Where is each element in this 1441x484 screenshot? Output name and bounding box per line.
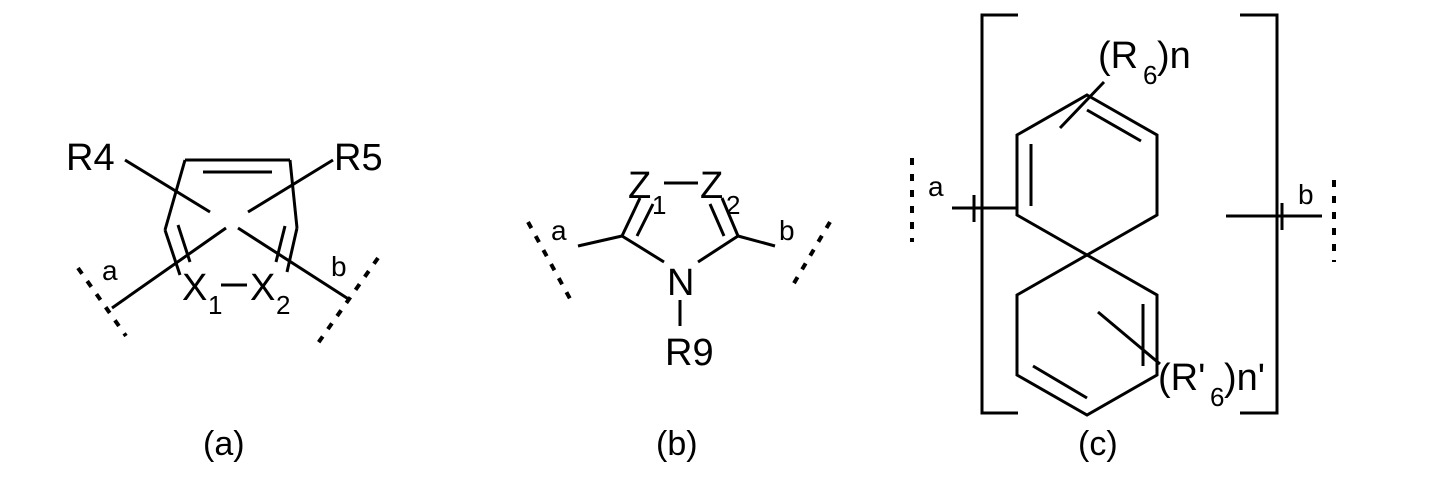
label-r6-close: )n xyxy=(1157,35,1191,77)
bond-z1-c-inner xyxy=(637,204,653,236)
label-n: N xyxy=(667,262,694,304)
label-x2: X xyxy=(250,267,275,309)
bond-inner-top-right xyxy=(1087,110,1141,141)
label-r6-subscript: 6 xyxy=(1143,60,1157,90)
structure-a: R4 R5 X 1 X 2 a b (a) xyxy=(66,137,383,463)
label-z1-subscript: 1 xyxy=(652,190,666,220)
label-r6-prime-close: )n' xyxy=(1224,357,1265,399)
label-b: b xyxy=(331,251,347,282)
naphthalene-ring-top xyxy=(1017,95,1157,255)
label-z2-subscript: 2 xyxy=(726,190,740,220)
bond-c-n-left xyxy=(622,236,664,262)
label-r5: R5 xyxy=(334,137,383,179)
structure-c: (R 6 )n (R' 6 )n' a b (c) xyxy=(912,15,1334,463)
bond-r6-prime xyxy=(1098,312,1160,364)
caption-a: (a) xyxy=(203,425,245,463)
label-r4: R4 xyxy=(66,137,115,179)
caption-b: (b) xyxy=(656,425,698,463)
label-b: b xyxy=(779,215,795,246)
label-x2-subscript: 2 xyxy=(276,290,290,320)
bond-r4 xyxy=(125,160,210,212)
label-x1: X xyxy=(182,267,207,309)
bond-a xyxy=(578,236,622,246)
label-z2: Z xyxy=(700,165,723,207)
label-b: b xyxy=(1298,179,1314,210)
label-a: a xyxy=(928,171,944,202)
label-r6-prime-open: (R' xyxy=(1158,357,1205,399)
bond-inner-bottom-left xyxy=(1033,366,1087,398)
attachment-b xyxy=(316,258,378,346)
naphthalene-ring-bottom xyxy=(1017,255,1157,415)
bond-b xyxy=(738,236,775,246)
label-a: a xyxy=(102,255,118,286)
caption-c: (c) xyxy=(1078,425,1118,463)
label-a: a xyxy=(551,215,567,246)
label-x1-subscript: 1 xyxy=(208,290,222,320)
bracket-right xyxy=(1240,15,1277,413)
bracket-left xyxy=(982,15,1018,413)
label-r9: R9 xyxy=(665,332,714,374)
label-r6-prime-subscript: 6 xyxy=(1210,382,1224,412)
bond-upper-right xyxy=(290,160,297,228)
label-z1: Z xyxy=(628,165,651,207)
label-r6-open: (R xyxy=(1098,35,1138,77)
structure-b: Z 1 Z 2 N R9 a b (b) xyxy=(528,165,830,463)
bond-c-n-right xyxy=(698,236,738,262)
attachment-b xyxy=(790,222,830,290)
bond-z2-c-inner xyxy=(710,204,724,236)
